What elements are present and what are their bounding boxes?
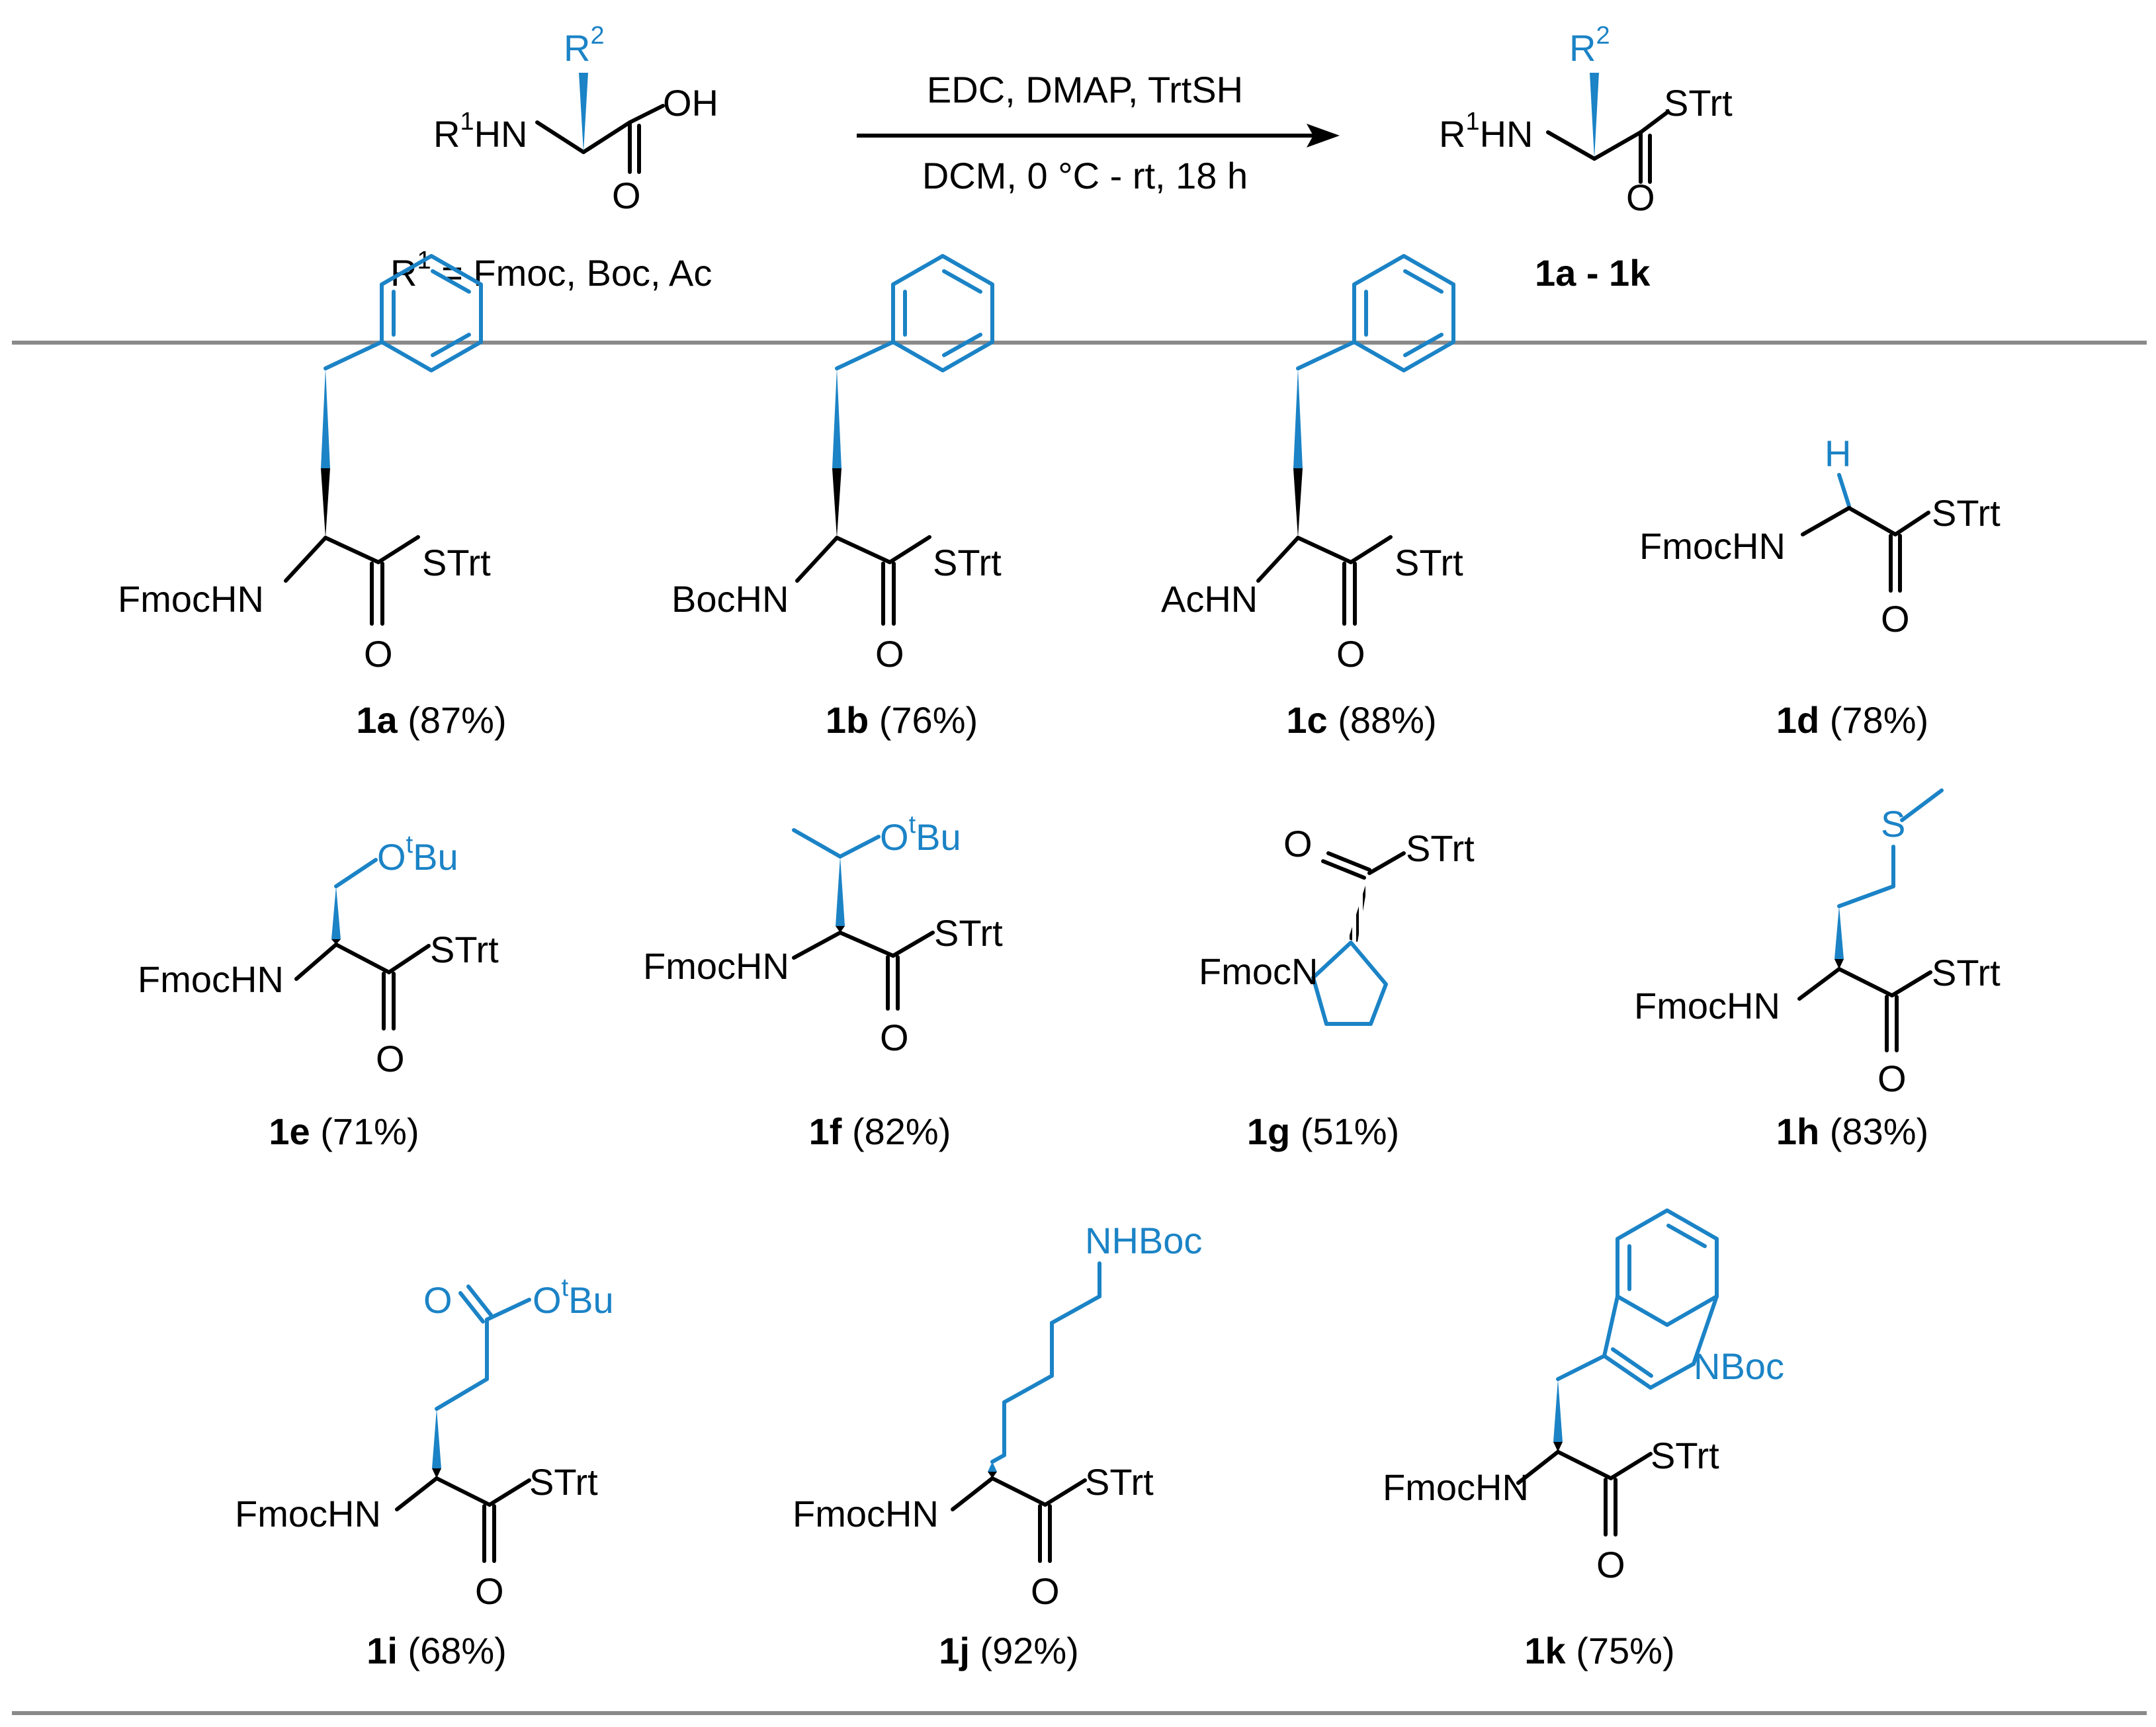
- amine-label: AcHN: [1161, 578, 1258, 620]
- thioester-label: STrt: [1395, 542, 1463, 583]
- product-r1hn-label: R1HN: [1439, 108, 1533, 155]
- compound-label: 1c (88%): [1286, 699, 1436, 741]
- compound-1j: NHBoc FmocHN STrt O 1j (92%): [793, 1220, 1202, 1671]
- carbonyl-o-label: O: [1877, 1058, 1907, 1099]
- thioester-label: STrt: [934, 912, 1003, 954]
- start-carbonyl-o-label: O: [612, 175, 641, 216]
- amine-label: FmocHN: [138, 958, 284, 1000]
- r1-definition: R1 = Fmoc, Boc, Ac: [390, 247, 712, 294]
- compound-1b: BocHN STrt O 1b (76%): [671, 254, 1002, 741]
- indole-n-label: NBoc: [1694, 1345, 1784, 1387]
- product-strt-label: STrt: [1664, 82, 1733, 124]
- amine-label: FmocHN: [235, 1493, 381, 1535]
- conditions-label: DCM, 0 °C - rt, 18 h: [922, 155, 1248, 196]
- start-oh-label: OH: [663, 82, 718, 124]
- thioester-label: STrt: [1085, 1461, 1154, 1503]
- carbonyl-o-label: O: [1596, 1544, 1625, 1585]
- ester-carbonyl-o-label: O: [423, 1279, 453, 1321]
- thioester-label: STrt: [1932, 952, 2001, 993]
- carbonyl-o-label: O: [875, 633, 904, 675]
- compound-1i: O OtBu FmocHN STrt O 1i (68%): [235, 1274, 614, 1671]
- amine-label: FmocHN: [793, 1493, 939, 1535]
- product-general: R2 R1HN STrt O 1a - 1k: [1439, 22, 1733, 294]
- starting-material: R2 R1HN OH O: [433, 22, 718, 216]
- compound-label: 1f (82%): [809, 1111, 951, 1152]
- amine-label: FmocHN: [118, 578, 264, 620]
- carbonyl-o-label: O: [475, 1570, 504, 1612]
- compound-1g: O STrt FmocN 1g (51%): [1199, 823, 1475, 1152]
- amine-label: FmocHN: [643, 945, 789, 987]
- thioester-label: STrt: [933, 542, 1002, 583]
- product-carbonyl-o-label: O: [1626, 177, 1655, 218]
- compound-label: 1k (75%): [1524, 1630, 1674, 1671]
- carbonyl-o-label: O: [1283, 823, 1313, 864]
- compound-1c: AcHN STrt O 1c (88%): [1161, 254, 1463, 741]
- carbamate-n-label: FmocN: [1199, 950, 1318, 992]
- product-r2-label: R2: [1569, 22, 1610, 69]
- thioester-label: STrt: [1932, 492, 2001, 534]
- amine-label: FmocHN: [1383, 1466, 1529, 1508]
- thioester-label: STrt: [1651, 1435, 1719, 1476]
- compound-label: 1b (76%): [826, 699, 978, 741]
- compound-label: 1g (51%): [1247, 1111, 1399, 1152]
- reaction-arrow: EDC, DMAP, TrtSH DCM, 0 °C - rt, 18 h: [857, 69, 1340, 196]
- amine-label: FmocHN: [1639, 525, 1786, 567]
- ether-label: OtBu: [533, 1274, 614, 1321]
- compound-label: 1i (68%): [367, 1630, 507, 1671]
- reagents-label: EDC, DMAP, TrtSH: [927, 69, 1243, 110]
- carbonyl-o-label: O: [1881, 598, 1910, 640]
- thioester-label: STrt: [422, 542, 491, 583]
- compound-1k: NBoc FmocHN STrt O 1k (75%): [1383, 1208, 1784, 1671]
- compound-1a: FmocHN STrt O 1a (87%): [118, 254, 507, 741]
- ether-label: OtBu: [377, 831, 458, 878]
- compound-1d: H FmocHN STrt O 1d (78%): [1639, 433, 2001, 741]
- thioether-s-label: S: [1881, 803, 1905, 845]
- compound-1h: S FmocHN STrt O 1h (83%): [1634, 788, 2001, 1152]
- thioester-label: STrt: [1406, 827, 1475, 869]
- amine-label: BocHN: [671, 578, 789, 620]
- thioester-label: STrt: [529, 1461, 598, 1503]
- start-r2-label: R2: [564, 22, 605, 69]
- carbonyl-o-label: O: [880, 1017, 909, 1058]
- product-range-label: 1a - 1k: [1535, 252, 1651, 294]
- compound-label: 1e (71%): [269, 1111, 419, 1152]
- compound-1e: OtBu FmocHN STrt O 1e (71%): [138, 831, 499, 1152]
- start-r1hn-label: R1HN: [433, 108, 527, 155]
- compound-label: 1a (87%): [356, 699, 506, 741]
- carbonyl-o-label: O: [376, 1038, 405, 1079]
- amine-label: FmocHN: [1634, 985, 1780, 1027]
- compound-1f: OtBu FmocHN STrt O 1f (82%): [643, 811, 1003, 1152]
- carbonyl-o-label: O: [1031, 1570, 1060, 1612]
- compound-label: 1h (83%): [1776, 1111, 1928, 1152]
- alpha-h-label: H: [1825, 433, 1851, 474]
- carbonyl-o-label: O: [1336, 633, 1365, 675]
- ether-label: OtBu: [880, 811, 961, 858]
- compound-label: 1d (78%): [1776, 699, 1928, 741]
- thioester-label: STrt: [430, 929, 499, 970]
- side-chain-amine-label: NHBoc: [1085, 1220, 1202, 1261]
- carbonyl-o-label: O: [364, 633, 393, 675]
- compound-label: 1j (92%): [939, 1630, 1079, 1671]
